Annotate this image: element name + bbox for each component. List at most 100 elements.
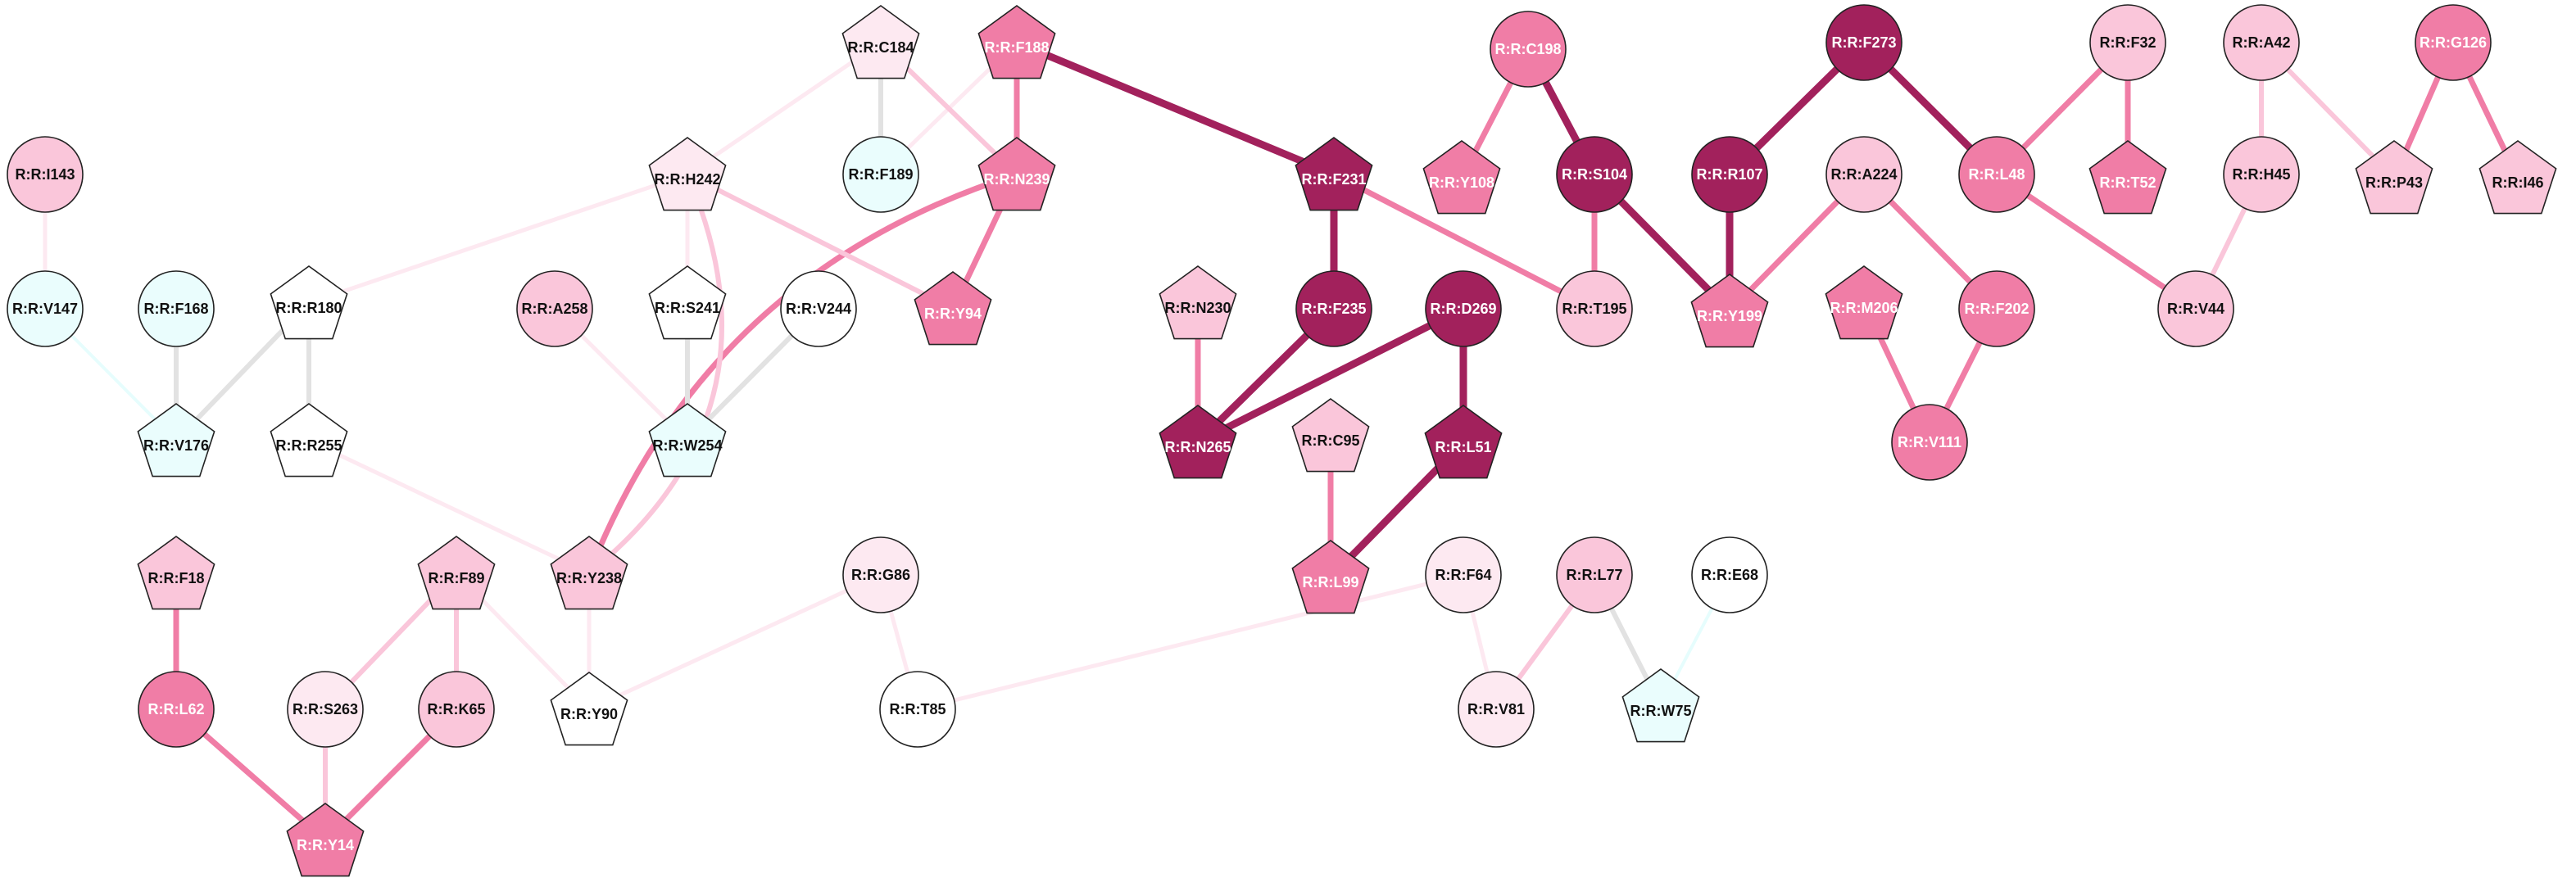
node-circle <box>1556 136 1633 213</box>
node-label: R:R:Y90 <box>560 706 618 722</box>
node-r-r-n239[interactable]: R:R:N239 <box>977 137 1056 211</box>
node-r-r-n265[interactable]: R:R:N265 <box>1159 405 1237 479</box>
node-r-r-f189[interactable]: R:R:F189 <box>842 136 919 213</box>
node-pentagon <box>1291 398 1370 473</box>
node-pentagon <box>977 137 1056 211</box>
node-r-r-y94[interactable]: R:R:Y94 <box>914 271 992 346</box>
node-label: R:R:V111 <box>1898 434 1961 450</box>
node-circle <box>2415 4 2492 81</box>
node-circle <box>1825 136 1903 213</box>
node-r-r-y238[interactable]: R:R:Y238 <box>550 536 628 610</box>
node-r-r-k65[interactable]: R:R:K65 <box>418 671 495 748</box>
node-r-r-t52[interactable]: R:R:T52 <box>2088 140 2167 215</box>
node-r-r-h45[interactable]: R:R:H45 <box>2223 136 2300 213</box>
node-r-r-d269[interactable]: R:R:D269 <box>1425 270 1502 347</box>
node-label: R:R:P43 <box>2365 174 2423 191</box>
node-r-r-t85[interactable]: R:R:T85 <box>879 671 956 748</box>
node-r-r-h242[interactable]: R:R:H242 <box>648 137 727 211</box>
node-r-r-f64[interactable]: R:R:F64 <box>1425 536 1502 613</box>
node-pentagon <box>1159 405 1237 479</box>
node-r-r-v147[interactable]: R:R:V147 <box>7 270 84 347</box>
edge-c184-h242 <box>685 40 883 177</box>
node-r-r-a258[interactable]: R:R:A258 <box>516 270 593 347</box>
node-pentagon <box>2088 140 2167 215</box>
node-r-r-y90[interactable]: R:R:Y90 <box>550 672 628 746</box>
node-r-r-s241[interactable]: R:R:S241 <box>648 265 727 340</box>
node-r-r-v244[interactable]: R:R:V244 <box>780 270 857 347</box>
node-label: R:R:L77 <box>1566 567 1622 583</box>
node-label: R:R:T52 <box>2099 174 2156 191</box>
node-r-r-l77[interactable]: R:R:L77 <box>1556 536 1633 613</box>
node-circle <box>287 671 364 748</box>
node-pentagon <box>1291 540 1370 614</box>
node-label: R:R:T85 <box>889 701 946 717</box>
node-r-r-y14[interactable]: R:R:Y14 <box>286 803 365 877</box>
node-r-r-f168[interactable]: R:R:F168 <box>138 270 215 347</box>
node-r-r-g126[interactable]: R:R:G126 <box>2415 4 2492 81</box>
node-label: R:R:D269 <box>1430 301 1496 317</box>
node-r-r-f273[interactable]: R:R:F273 <box>1825 4 1903 81</box>
node-circle <box>516 270 593 347</box>
node-r-r-l48[interactable]: R:R:L48 <box>1958 136 2035 213</box>
node-label: R:R:H45 <box>2232 166 2290 183</box>
node-r-r-r255[interactable]: R:R:R255 <box>270 403 348 477</box>
node-label: R:R:Y108 <box>1429 174 1494 191</box>
node-r-r-w254[interactable]: R:R:W254 <box>648 403 727 477</box>
node-r-r-a42[interactable]: R:R:A42 <box>2223 4 2300 81</box>
edge-n239-y238 <box>586 171 1020 577</box>
node-r-r-p43[interactable]: R:R:P43 <box>2355 140 2433 215</box>
node-label: R:R:R255 <box>275 437 342 454</box>
node-r-r-n230[interactable]: R:R:N230 <box>1159 265 1237 340</box>
node-r-r-v81[interactable]: R:R:V81 <box>1458 671 1535 748</box>
node-r-r-w75[interactable]: R:R:W75 <box>1621 668 1700 743</box>
node-label: R:R:S263 <box>293 701 358 717</box>
node-r-r-a224[interactable]: R:R:A224 <box>1825 136 1903 213</box>
node-label: R:R:A42 <box>2232 34 2290 51</box>
node-r-r-f89[interactable]: R:R:F89 <box>417 536 496 610</box>
node-label: R:R:Y199 <box>1697 308 1762 324</box>
node-r-r-y199[interactable]: R:R:Y199 <box>1690 274 1769 348</box>
node-r-r-l62[interactable]: R:R:L62 <box>138 671 215 748</box>
node-r-r-c198[interactable]: R:R:C198 <box>1490 11 1567 88</box>
node-r-r-y108[interactable]: R:R:Y108 <box>1422 140 1501 215</box>
node-label: R:R:N239 <box>983 171 1050 188</box>
node-r-r-s263[interactable]: R:R:S263 <box>287 671 364 748</box>
node-r-r-l51[interactable]: R:R:L51 <box>1424 405 1503 479</box>
node-r-r-g86[interactable]: R:R:G86 <box>842 536 919 613</box>
node-r-r-v176[interactable]: R:R:V176 <box>137 403 215 477</box>
node-r-r-s104[interactable]: R:R:S104 <box>1556 136 1633 213</box>
node-label: R:R:F18 <box>147 570 204 586</box>
node-r-r-l99[interactable]: R:R:L99 <box>1291 540 1370 614</box>
node-r-r-e68[interactable]: R:R:E68 <box>1691 536 1768 613</box>
node-r-r-v44[interactable]: R:R:V44 <box>2157 270 2234 347</box>
node-r-r-f231[interactable]: R:R:F231 <box>1295 137 1373 211</box>
node-r-r-v111[interactable]: R:R:V111 <box>1891 404 1968 481</box>
node-r-r-t195[interactable]: R:R:T195 <box>1556 270 1633 347</box>
node-r-r-i46[interactable]: R:R:I46 <box>2478 140 2557 215</box>
node-label: R:R:C184 <box>847 39 914 56</box>
node-circle <box>418 671 495 748</box>
node-r-r-f235[interactable]: R:R:F235 <box>1295 270 1372 347</box>
node-label: R:R:N265 <box>1164 439 1231 455</box>
node-pentagon <box>1295 137 1373 211</box>
node-r-r-r107[interactable]: R:R:R107 <box>1691 136 1768 213</box>
node-pentagon <box>648 403 727 477</box>
node-r-r-i143[interactable]: R:R:I143 <box>7 136 84 213</box>
node-r-r-c184[interactable]: R:R:C184 <box>841 5 920 79</box>
node-pentagon <box>1422 140 1501 215</box>
node-circle <box>780 270 857 347</box>
node-r-r-m206[interactable]: R:R:M206 <box>1825 265 1903 340</box>
node-r-r-f32[interactable]: R:R:F32 <box>2089 4 2166 81</box>
node-r-r-f18[interactable]: R:R:F18 <box>137 536 215 610</box>
node-pentagon <box>270 265 348 340</box>
node-pentagon <box>417 536 496 610</box>
node-r-r-f188[interactable]: R:R:F188 <box>977 5 1056 79</box>
edge-f188-f231 <box>1013 38 1338 179</box>
node-circle <box>1556 536 1633 613</box>
node-r-r-c95[interactable]: R:R:C95 <box>1291 398 1370 473</box>
node-r-r-f202[interactable]: R:R:F202 <box>1958 270 2035 347</box>
node-label: R:R:M206 <box>1830 300 1898 316</box>
node-label: R:R:F89 <box>428 570 484 586</box>
node-r-r-r180[interactable]: R:R:R180 <box>270 265 348 340</box>
